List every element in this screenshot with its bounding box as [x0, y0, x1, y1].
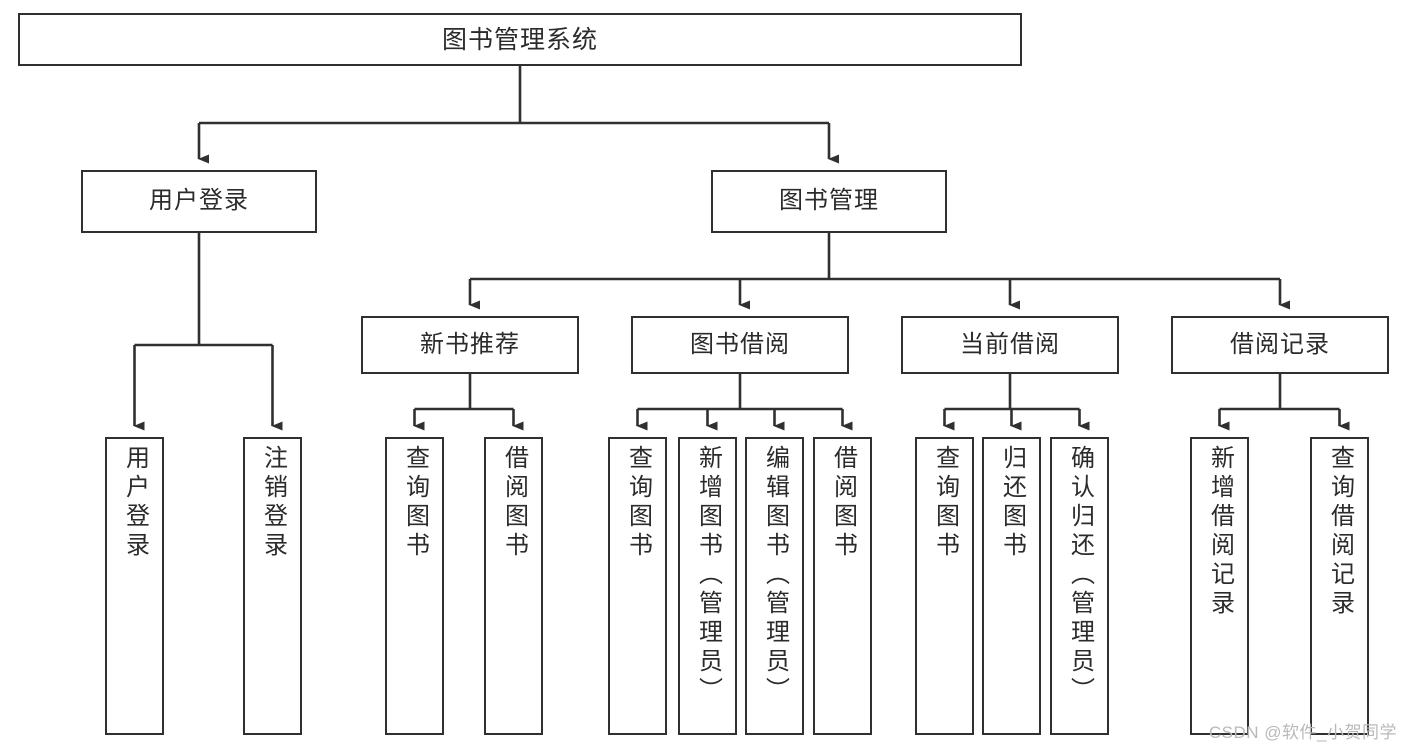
node-label: 借阅图书 — [500, 445, 528, 561]
node-leaf-borrow-4[interactable]: 借阅图书 — [813, 437, 872, 735]
node-label: 图书管理 — [779, 187, 879, 215]
node-label: 确认归还（管理员） — [1066, 445, 1094, 706]
node-label: 当前借阅 — [960, 330, 1060, 358]
node-records[interactable]: 借阅记录 — [1171, 316, 1389, 374]
node-label: 查询图书 — [401, 445, 429, 561]
node-label: 图书借阅 — [690, 330, 790, 358]
node-label: 用户登录 — [149, 187, 249, 215]
node-label: 借阅图书 — [829, 445, 857, 561]
node-newbook[interactable]: 新书推荐 — [361, 316, 579, 374]
node-label: 新书推荐 — [420, 330, 520, 358]
node-leaf-borrow-3[interactable]: 编辑图书（管理员） — [745, 437, 804, 735]
node-leaf-login-1[interactable]: 用户登录 — [105, 437, 164, 735]
node-leaf-rec-1[interactable]: 新增借阅记录 — [1190, 437, 1249, 735]
node-leaf-cur-3[interactable]: 确认归还（管理员） — [1050, 437, 1109, 735]
node-label: 查询图书 — [931, 445, 959, 561]
node-bookmgmt[interactable]: 图书管理 — [711, 170, 947, 233]
node-label: 新增借阅记录 — [1206, 445, 1234, 619]
node-label: 注销登录 — [259, 445, 287, 561]
node-leaf-new-2[interactable]: 借阅图书 — [484, 437, 543, 735]
node-leaf-login-2[interactable]: 注销登录 — [243, 437, 302, 735]
node-label: 查询借阅记录 — [1326, 445, 1354, 619]
node-label: 归还图书 — [998, 445, 1026, 561]
node-leaf-cur-2[interactable]: 归还图书 — [982, 437, 1041, 735]
node-root[interactable]: 图书管理系统 — [18, 13, 1022, 66]
node-leaf-rec-2[interactable]: 查询借阅记录 — [1310, 437, 1369, 735]
node-label: 编辑图书（管理员） — [761, 445, 789, 706]
node-leaf-borrow-2[interactable]: 新增图书（管理员） — [678, 437, 737, 735]
node-leaf-borrow-1[interactable]: 查询图书 — [608, 437, 667, 735]
node-leaf-cur-1[interactable]: 查询图书 — [915, 437, 974, 735]
node-leaf-new-1[interactable]: 查询图书 — [385, 437, 444, 735]
node-label: 查询图书 — [624, 445, 652, 561]
node-label: 图书管理系统 — [441, 25, 598, 54]
node-current[interactable]: 当前借阅 — [901, 316, 1119, 374]
node-label: 借阅记录 — [1230, 330, 1330, 358]
node-borrow[interactable]: 图书借阅 — [631, 316, 849, 374]
node-login[interactable]: 用户登录 — [81, 170, 317, 233]
node-label: 新增图书（管理员） — [694, 445, 722, 706]
node-label: 用户登录 — [121, 445, 149, 561]
